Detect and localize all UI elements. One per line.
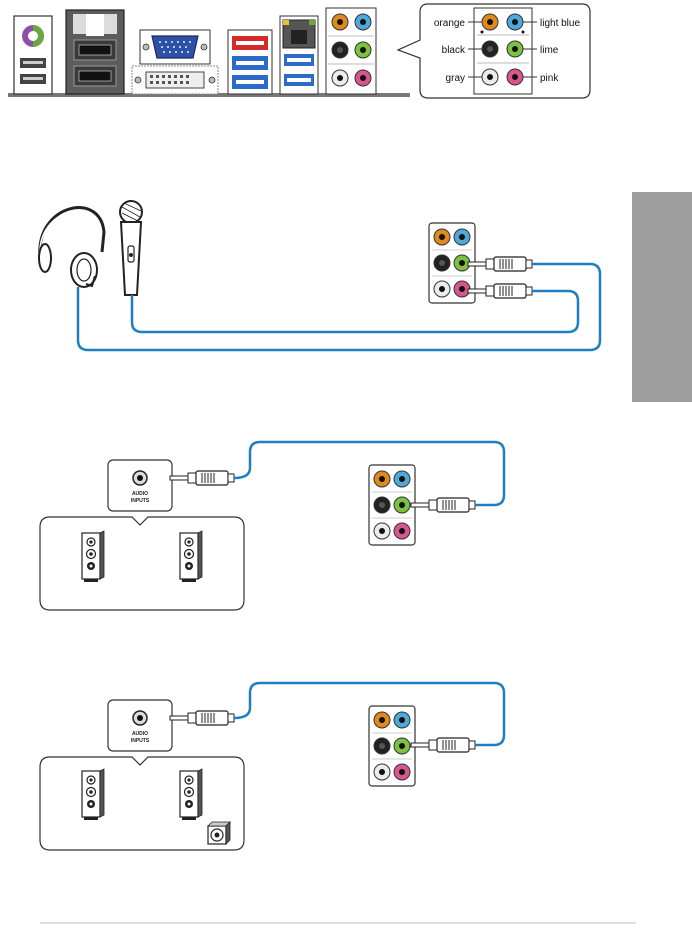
legend-lime-label: lime <box>540 45 559 56</box>
legend-light-blue-label: light blue <box>540 18 580 29</box>
jack-color-legend: orange light blue black lime gray pink <box>398 4 590 98</box>
lan-usb3-ports <box>280 16 318 94</box>
two-speaker-diagram: AUDIO INPUTS <box>40 442 504 610</box>
audio-plug-pink <box>468 284 532 298</box>
left-speaker-icon <box>82 531 104 582</box>
audio-inputs-label-line2: INPUTS <box>131 498 150 504</box>
speaker-subwoofer-diagram: AUDIO INPUTS <box>40 683 504 850</box>
chapter-side-tab <box>632 192 692 402</box>
rear-audio-jacks <box>326 8 376 94</box>
subwoofer-icon <box>208 822 230 844</box>
hdmi-displayport-block <box>66 10 124 94</box>
speaker-input-plug <box>170 471 234 485</box>
headphone-cable <box>78 264 600 350</box>
right-speaker-icon <box>180 531 202 582</box>
speaker-input-plug-2 <box>170 711 234 725</box>
audio-inputs-label-line1: AUDIO <box>132 491 148 497</box>
right-speaker-icon-2 <box>180 769 202 820</box>
audio-inputs-label-line2-2: INPUTS <box>131 738 150 744</box>
lime-output-plug-2 <box>411 738 475 752</box>
legend-orange-label: orange <box>434 18 466 29</box>
microphone-icon <box>120 201 142 295</box>
audio-jack-block-3 <box>369 706 415 786</box>
legend-black-label: black <box>442 45 466 56</box>
headphone-mic-diagram <box>39 201 600 350</box>
ps2-usb-port <box>14 16 52 94</box>
usb-ports-red-blue <box>228 30 272 94</box>
vga-dvi-block <box>132 30 218 94</box>
legend-pink-label: pink <box>540 73 559 84</box>
left-speaker-icon-2 <box>82 769 104 820</box>
speaker-group-box <box>40 517 244 610</box>
legend-gray-label: gray <box>446 73 465 84</box>
audio-inputs-label-line1-2: AUDIO <box>132 731 148 737</box>
rear-io-panel <box>8 8 410 97</box>
audio-plug-lime <box>468 257 532 271</box>
headphone-icon <box>39 208 104 287</box>
lime-output-plug <box>411 498 475 512</box>
audio-jack-block-2 <box>369 465 415 545</box>
